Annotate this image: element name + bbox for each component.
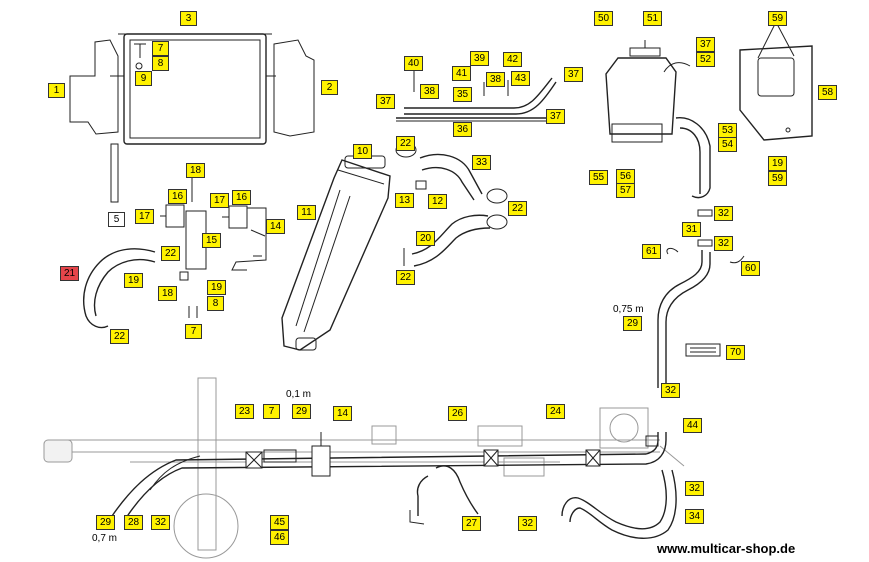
part-label-20: 20	[416, 231, 435, 246]
part-label-18: 18	[158, 286, 177, 301]
hose-29-075m	[657, 209, 745, 388]
part-label-27: 27	[462, 516, 481, 531]
part-label-19: 19	[768, 156, 787, 171]
part-label-55: 55	[589, 170, 608, 185]
part-label-37: 37	[696, 37, 715, 52]
part-label-23: 23	[235, 404, 254, 419]
lower-hose-run	[111, 432, 667, 519]
part-label-17: 17	[210, 193, 229, 208]
part-label-8: 8	[207, 296, 224, 311]
part-label-60: 60	[741, 261, 760, 276]
part-label-14: 14	[333, 406, 352, 421]
part-label-70: 70	[726, 345, 745, 360]
part-label-19: 19	[207, 280, 226, 295]
part-label-16: 16	[168, 189, 187, 204]
part-label-24: 24	[546, 404, 565, 419]
part-label-32: 32	[714, 206, 733, 221]
part-label-32: 32	[151, 515, 170, 530]
part-label-9: 9	[135, 71, 152, 86]
length-note-07m: 0,7 m	[92, 533, 118, 544]
bracket-assembly	[160, 176, 267, 318]
part-label-39: 39	[470, 51, 489, 66]
part-label-15: 15	[202, 233, 221, 248]
part-label-51: 51	[643, 11, 662, 26]
part-label-32: 32	[685, 481, 704, 496]
pipe-35-36	[396, 70, 557, 122]
expansion-tank-50	[605, 40, 711, 199]
part-label-21: 21	[60, 266, 79, 281]
part-label-38: 38	[420, 84, 439, 99]
part-label-29: 29	[96, 515, 115, 530]
part-label-50: 50	[594, 11, 613, 26]
part-label-35: 35	[453, 87, 472, 102]
part-label-38: 38	[486, 72, 505, 87]
part-label-59: 59	[768, 11, 787, 26]
part-label-17: 17	[135, 209, 154, 224]
part-label-18: 18	[186, 163, 205, 178]
part-label-59: 59	[768, 171, 787, 186]
part-label-7: 7	[185, 324, 202, 339]
part-label-11: 11	[297, 205, 316, 220]
chassis-background	[43, 377, 685, 559]
part-label-45: 45	[270, 515, 289, 530]
part-label-26: 26	[448, 406, 467, 421]
part-label-58: 58	[818, 85, 837, 100]
part-label-42: 42	[503, 52, 522, 67]
part-label-46: 46	[270, 530, 289, 545]
part-label-3: 3	[180, 11, 197, 26]
part-label-12: 12	[428, 194, 447, 209]
part-label-32: 32	[518, 516, 537, 531]
part-label-28: 28	[124, 515, 143, 530]
length-note-01m: 0,1 m	[286, 389, 312, 400]
part-label-40: 40	[404, 56, 423, 71]
part-label-22: 22	[396, 270, 415, 285]
part-label-53: 53	[718, 123, 737, 138]
length-note-075m: 0,75 m	[613, 304, 644, 315]
part-label-57: 57	[616, 183, 635, 198]
cover-58	[739, 21, 813, 141]
part-label-19: 19	[124, 273, 143, 288]
part-label-52: 52	[696, 52, 715, 67]
part-label-32: 32	[661, 383, 680, 398]
part-label-44: 44	[683, 418, 702, 433]
part-label-22: 22	[161, 246, 180, 261]
part-label-7: 7	[263, 404, 280, 419]
part-label-2: 2	[321, 80, 338, 95]
part-label-22: 22	[110, 329, 129, 344]
part-label-29: 29	[292, 404, 311, 419]
part-label-7: 7	[152, 41, 169, 56]
website-url: www.multicar-shop.de	[657, 541, 796, 556]
part-label-54: 54	[718, 137, 737, 152]
part-label-31: 31	[682, 222, 701, 237]
part-label-22: 22	[508, 201, 527, 216]
part-label-33: 33	[472, 155, 491, 170]
part-label-43: 43	[511, 71, 530, 86]
part-label-34: 34	[685, 509, 704, 524]
upper-hoses	[395, 142, 508, 267]
part-label-16: 16	[232, 190, 251, 205]
part-label-8: 8	[152, 56, 169, 71]
part-label-56: 56	[616, 169, 635, 184]
part-label-37: 37	[546, 109, 565, 124]
part-label-37: 37	[376, 94, 395, 109]
hose-21	[82, 248, 156, 329]
part-label-32: 32	[714, 236, 733, 251]
part-label-36: 36	[453, 122, 472, 137]
part-label-61: 61	[642, 244, 661, 259]
hose-34	[561, 469, 667, 530]
part-label-14: 14	[266, 219, 285, 234]
part-label-41: 41	[452, 66, 471, 81]
part-label-5: 5	[108, 212, 125, 227]
part-label-37: 37	[564, 67, 583, 82]
part-label-1: 1	[48, 83, 65, 98]
part-label-29: 29	[623, 316, 642, 331]
part-label-22: 22	[396, 136, 415, 151]
part-label-10: 10	[353, 144, 372, 159]
radiator-frame-assembly	[69, 33, 315, 203]
radiator-11	[281, 155, 391, 351]
hose-27	[435, 465, 479, 515]
part-label-13: 13	[395, 193, 414, 208]
